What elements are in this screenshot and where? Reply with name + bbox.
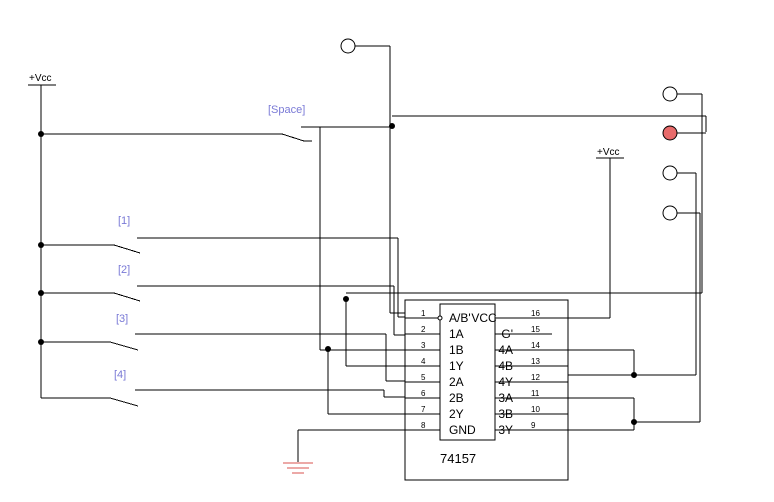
ic-74157: 74157 bbox=[404, 299, 569, 481]
vcc-supply-left: +Vcc bbox=[28, 73, 56, 398]
chip-right-pins: 16 15 14 13 12 11 10 9 VCC G' 4A 4B 4Y 3… bbox=[471, 309, 568, 437]
pin-label-4b: 4B bbox=[498, 359, 513, 373]
chip-left-pins: 1 2 3 4 5 6 7 8 A/B' 1A 1B 1Y 2A 2B 2Y G… bbox=[405, 309, 476, 437]
pin-num-4: 4 bbox=[421, 357, 426, 366]
pin-label-1y: 1Y bbox=[449, 359, 464, 373]
pin-label-4y: 4Y bbox=[498, 375, 513, 389]
pin-num-3: 3 bbox=[421, 341, 426, 350]
probe-indicators bbox=[340, 38, 678, 221]
pin-num-16: 16 bbox=[531, 309, 540, 318]
pin-label-g: G' bbox=[501, 327, 513, 341]
probe-3-icon bbox=[662, 165, 678, 181]
switch-1-label: [1] bbox=[118, 215, 130, 227]
probe-4-icon bbox=[662, 205, 678, 221]
pin-num-15: 15 bbox=[531, 325, 540, 334]
pin-num-2: 2 bbox=[421, 325, 426, 334]
select-line bbox=[319, 45, 707, 415]
switch-4-label: [4] bbox=[114, 369, 126, 381]
switch-3-label: [3] bbox=[116, 313, 128, 325]
pin-num-7: 7 bbox=[421, 405, 426, 414]
pin-num-12: 12 bbox=[531, 373, 540, 382]
switch-1[interactable]: [1] bbox=[38, 215, 398, 254]
pin-num-14: 14 bbox=[531, 341, 540, 350]
switch-2-label: [2] bbox=[118, 264, 130, 276]
pin-num-11: 11 bbox=[531, 389, 540, 398]
switch-2[interactable]: [2] bbox=[38, 264, 394, 302]
pin-num-6: 6 bbox=[421, 389, 426, 398]
pin-label-2a: 2A bbox=[449, 375, 464, 389]
pin-num-1: 1 bbox=[421, 309, 426, 318]
vcc-supply-right: +Vcc bbox=[568, 147, 624, 319]
pin-label-3y: 3Y bbox=[498, 423, 513, 437]
pin-label-1b: 1B bbox=[449, 343, 464, 357]
switch-3[interactable]: [3] bbox=[38, 313, 386, 351]
pin-label-3b: 3B bbox=[498, 407, 513, 421]
probe-1-icon bbox=[662, 86, 678, 102]
switch-space-label: [Space] bbox=[268, 104, 305, 116]
pin-label-gnd: GND bbox=[449, 423, 476, 437]
vcc-label-right: +Vcc bbox=[597, 147, 620, 158]
pin-num-8: 8 bbox=[421, 421, 426, 430]
ground-symbol bbox=[283, 429, 405, 474]
pin-num-10: 10 bbox=[531, 405, 540, 414]
switch-4[interactable]: [4] bbox=[41, 369, 384, 407]
pin-label-vcc: VCC bbox=[471, 311, 497, 325]
pin-label-ab: A/B' bbox=[449, 311, 471, 325]
pin-label-4a: 4A bbox=[498, 343, 513, 357]
pin-label-2b: 2B bbox=[449, 391, 464, 405]
switch-space[interactable]: [Space] bbox=[38, 104, 390, 142]
output-wiring bbox=[568, 93, 706, 431]
pin-label-1a: 1A bbox=[449, 327, 464, 341]
pin-num-9: 9 bbox=[531, 421, 536, 430]
vcc-label-left: +Vcc bbox=[29, 73, 52, 84]
pin-label-2y: 2Y bbox=[449, 407, 464, 421]
chip-part-number: 74157 bbox=[440, 451, 476, 466]
pin-num-5: 5 bbox=[421, 373, 426, 382]
pin-num-13: 13 bbox=[531, 357, 540, 366]
probe-select-icon bbox=[340, 38, 356, 54]
pin-label-3a: 3A bbox=[498, 391, 513, 405]
probe-2-icon bbox=[662, 125, 678, 141]
